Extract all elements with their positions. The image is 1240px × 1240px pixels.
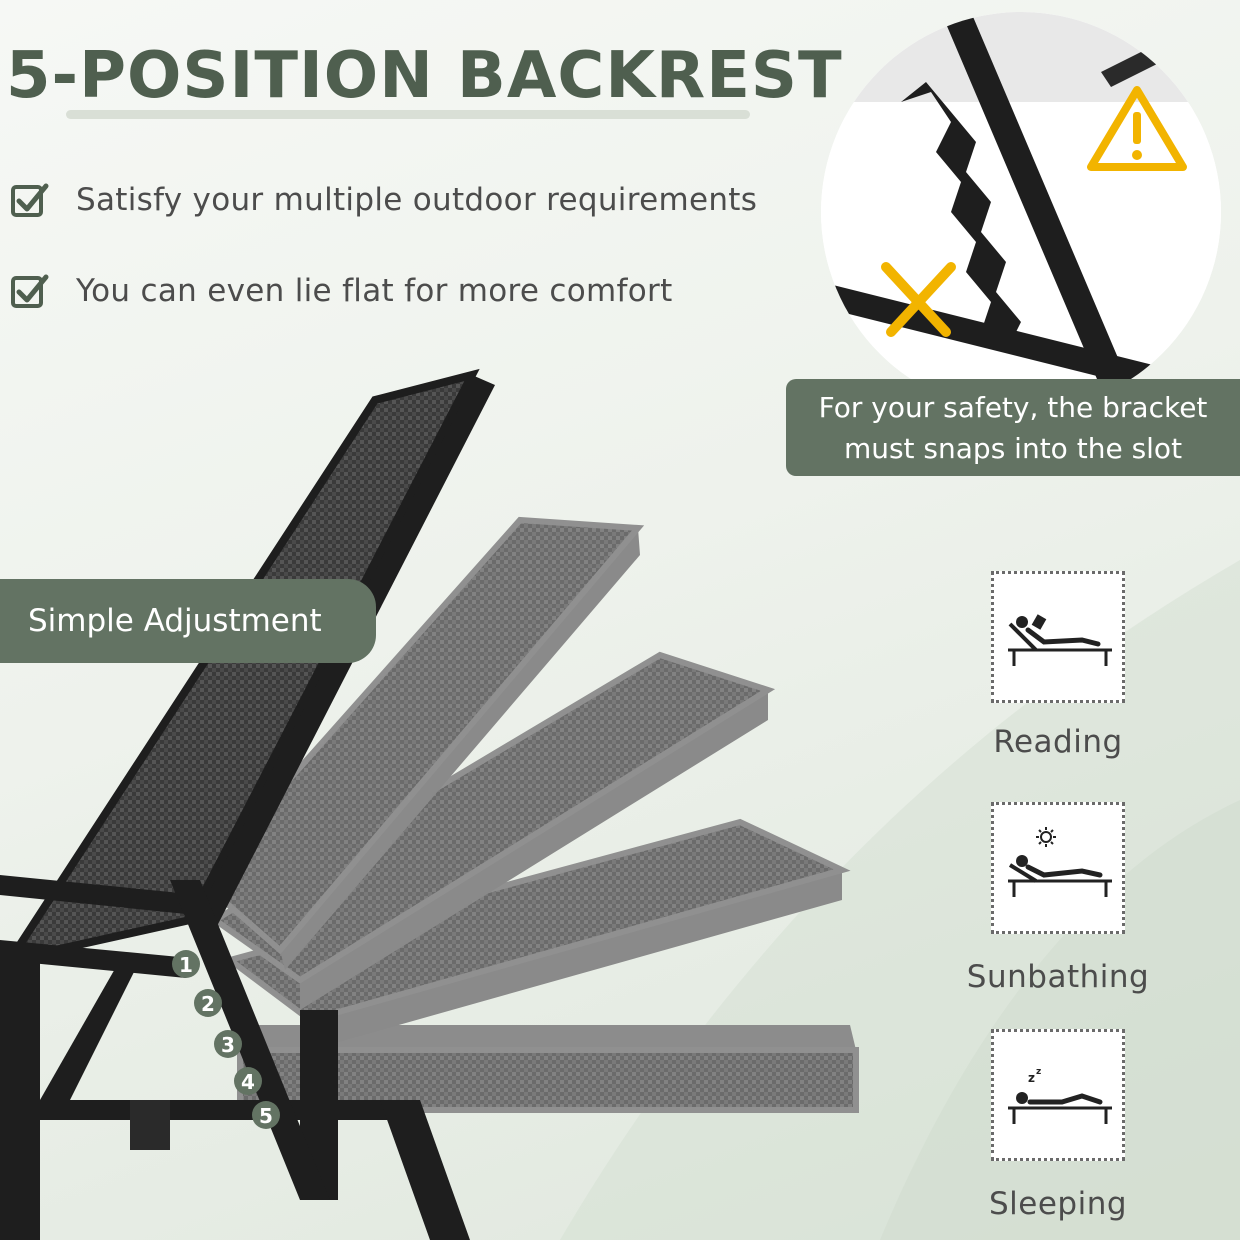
position-number-badge [234, 1067, 262, 1095]
bracket-detail-circle [821, 12, 1221, 412]
lounger-chair-illustration: 1 2 3 4 5 [0, 368, 859, 1240]
position-number-badge [194, 989, 222, 1017]
backrest-position-3 [209, 651, 776, 1010]
reading-position-card [991, 571, 1125, 703]
backrest-position-4 [223, 818, 851, 1050]
svg-text:z: z [1036, 1067, 1041, 1077]
position-number-badge [214, 1030, 242, 1058]
position-number: 5 [259, 1104, 273, 1128]
feature-text: You can even lie flat for more comfort [76, 273, 673, 309]
position-number-badge [172, 950, 200, 978]
position-label: Reading [993, 724, 1123, 760]
position-number: 1 [179, 953, 193, 977]
safety-note-line: For your safety, the bracket [818, 391, 1208, 424]
sunbathing-lounger-icon [1008, 827, 1112, 897]
checkbox-icon [11, 183, 49, 217]
safety-note-line: must snaps into the slot [843, 432, 1183, 465]
feature-text: Satisfy your multiple outdoor requiremen… [76, 182, 758, 218]
position-label: Sunbathing [966, 959, 1150, 995]
adjustment-slot-numbers: 1 2 3 4 5 [172, 950, 280, 1129]
frame-rail [941, 12, 1141, 412]
reading-lounger-icon [1008, 614, 1112, 666]
sleeping-position-card: z z [991, 1029, 1125, 1161]
warning-triangle-icon [1087, 86, 1187, 171]
position-number-badge [252, 1101, 280, 1129]
headline-underline [66, 110, 750, 119]
position-number: 2 [201, 992, 215, 1016]
bracket-detail-illustration [821, 12, 1221, 412]
feature-item: Satisfy your multiple outdoor requiremen… [10, 180, 757, 220]
backrest-position-5 [237, 1025, 859, 1113]
sleeping-lounger-icon: z z [1008, 1067, 1112, 1124]
simple-adjustment-label: Simple Adjustment [0, 579, 376, 663]
position-number: 4 [241, 1070, 255, 1094]
chair-frame [0, 875, 470, 1240]
feature-item: You can even lie flat for more comfort [10, 271, 673, 311]
svg-text:z: z [1028, 1071, 1035, 1085]
slotted-bracket [901, 82, 1021, 342]
backrest-position-2 [195, 516, 645, 970]
headline: 5-POSITION BACKREST [6, 39, 843, 113]
safety-note: For your safety, the bracket must snaps … [786, 379, 1240, 476]
position-label: Sleeping [988, 1186, 1128, 1222]
position-number: 3 [221, 1033, 235, 1057]
checkbox-icon [11, 274, 49, 308]
sunbathing-position-card [991, 802, 1125, 934]
frame-rail [821, 282, 1221, 407]
